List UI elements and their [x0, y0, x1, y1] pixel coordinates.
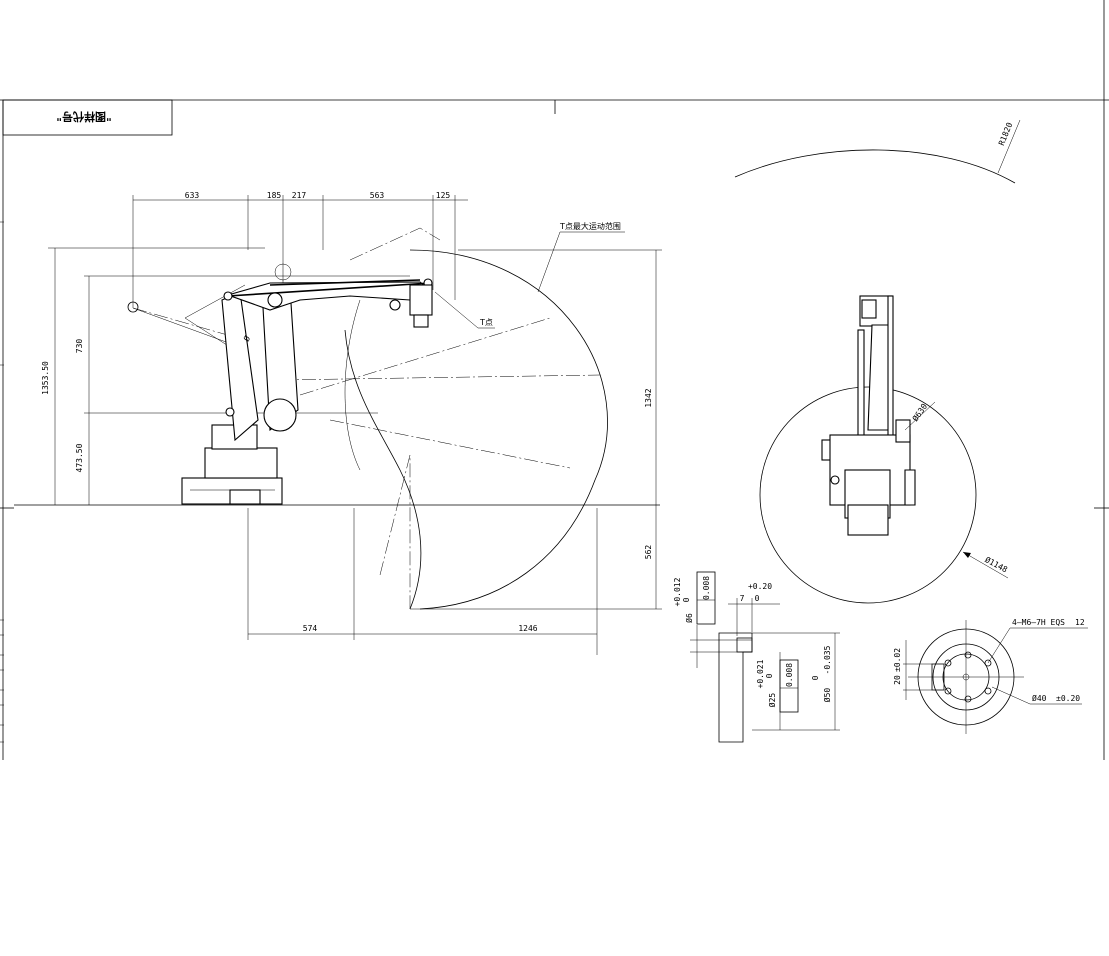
- dim-633: 633: [185, 191, 200, 200]
- depth-7: 7: [740, 594, 745, 603]
- right-dimension-chain: 1342 562: [410, 249, 662, 610]
- drawing-number-label: "图样代号": [56, 110, 111, 124]
- top-view: R1820 Ø630 Ø1148: [734, 119, 1021, 604]
- depth-7-upper: +0.20: [748, 582, 772, 591]
- side-view: 633 185 217 563 125 1353.50 730 473.50 1…: [14, 191, 662, 655]
- pin-diameter: Ø6: [684, 613, 694, 623]
- title-block: "图样代号": [2, 99, 173, 136]
- annotations: T点最大运动范围 T点 Ø: [241, 221, 625, 343]
- radius-label: R1820: [997, 121, 1014, 147]
- dim-562: 562: [644, 545, 653, 560]
- gdt-pin-value: 0.008: [702, 576, 711, 600]
- bottom-dimension-chain: 574 1246: [247, 508, 598, 655]
- key-width: 20: [893, 675, 902, 685]
- pcd-label: Ø40: [1032, 693, 1047, 703]
- dim-574: 574: [303, 624, 318, 633]
- outer-flange-diameter: Ø50: [822, 688, 832, 703]
- pcd-tolerance: ±0.20: [1056, 694, 1080, 703]
- flange-section: Ø6 +0.012 0 0.008 7 +0.20 0 Ø25 +0.021 0…: [673, 571, 840, 743]
- t-point-range-label: T点最大运动范围: [559, 221, 621, 231]
- dim-1353-50: 1353.50: [41, 361, 50, 395]
- gdt-frame-bore: 0.008: [779, 659, 799, 713]
- dim-1342: 1342: [644, 388, 653, 407]
- flange-face: 4—M6—7H EQS 12 20 ±0.02 Ø40 ±0.20: [893, 618, 1088, 734]
- dim-185: 185: [267, 191, 282, 200]
- dim-473-50: 473.50: [75, 443, 84, 472]
- inner-diameter-label: Ø630: [910, 401, 929, 423]
- pin-tolerance-upper: +0.012: [673, 577, 682, 606]
- pin-tolerance-lower: 0: [682, 597, 691, 602]
- bolt-holes: [944, 651, 992, 703]
- outer-flange-tol-upper: 0: [811, 675, 820, 680]
- gdt-bore-value: 0.008: [785, 663, 794, 687]
- dim-1246: 1246: [518, 624, 537, 633]
- outer-flange-tol-lower: -0.035: [823, 645, 832, 674]
- bolt-depth-label: 12: [1075, 618, 1085, 627]
- gdt-frame-pin: 0.008: [696, 571, 716, 625]
- robot-arm-side: [181, 278, 433, 505]
- top-dimension-chain: 633 185 217 563 125: [132, 191, 468, 308]
- angle-label: Ø: [241, 334, 252, 343]
- bolt-holes-label: 4—M6—7H EQS: [1012, 618, 1065, 627]
- depth-7-lower: 0: [755, 594, 760, 603]
- dim-563: 563: [370, 191, 385, 200]
- key-width-tol: ±0.02: [893, 648, 902, 672]
- robot-arm-top: [821, 295, 916, 536]
- bore-tolerance-upper: +0.021: [756, 659, 765, 688]
- dim-730: 730: [75, 339, 84, 354]
- t-point-label: T点: [479, 318, 493, 327]
- dim-125: 125: [436, 191, 451, 200]
- bore-diameter: Ø25: [767, 693, 777, 708]
- sheet-frame: [0, 0, 1109, 760]
- dim-217: 217: [292, 191, 307, 200]
- bore-tolerance-lower: 0: [765, 673, 774, 678]
